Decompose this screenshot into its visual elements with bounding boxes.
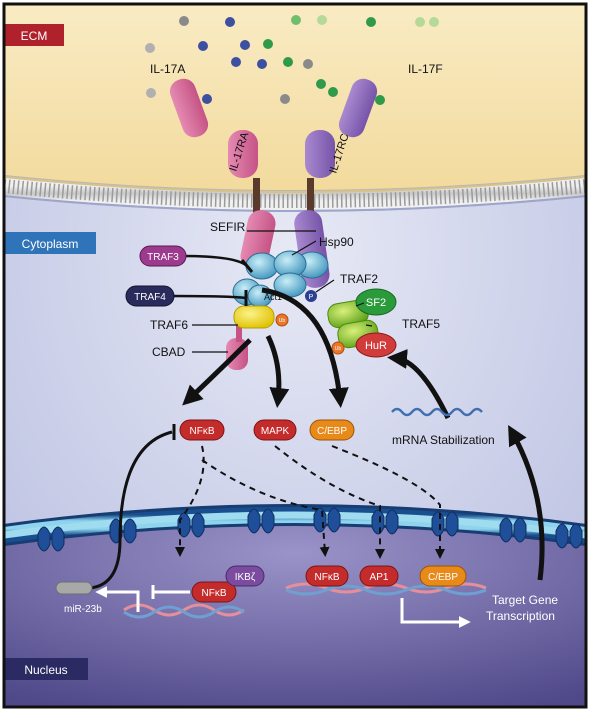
- mir23b-inhibition-line: [89, 430, 173, 590]
- traf5-label: TRAF5: [402, 317, 440, 331]
- traf4-label: TRAF4: [134, 292, 166, 303]
- traf4-inhibition-line: [171, 294, 247, 300]
- plasma-membrane: [2, 175, 588, 212]
- mapk-label: MAPK: [261, 426, 290, 437]
- traf3-inhibition-bar: [240, 259, 254, 273]
- ecm-region: [4, 4, 586, 206]
- nfkb-cyto-label: NFκB: [190, 426, 215, 437]
- hsp90-label: Hsp90: [319, 235, 354, 249]
- mrna-strand: [391, 407, 483, 417]
- ecm-badge: [4, 24, 64, 46]
- mir23b-bar: [55, 581, 93, 595]
- traf6-label: TRAF6: [150, 318, 188, 332]
- nfkb-nuc2-label: NFκB: [315, 572, 340, 583]
- nuclear-white-arrows: [95, 585, 471, 628]
- cytoplasm-badge: [4, 232, 96, 254]
- traf3-label: TRAF3: [147, 252, 179, 263]
- nucleus-label: Nucleus: [24, 663, 67, 677]
- sf2-label: SF2: [366, 297, 386, 309]
- cytoplasm-tfs: [179, 419, 355, 441]
- activation-arrows: [182, 287, 545, 581]
- nfkb-nuc1-label: NFκB: [202, 588, 227, 599]
- mir23b-label: miR-23b: [64, 604, 102, 615]
- annotation-lines: [192, 230, 373, 353]
- ub-label-traf6: Ub: [279, 318, 286, 324]
- ub-label-traf5: Ub: [335, 346, 342, 352]
- hur-protein: [355, 332, 397, 358]
- cytoplasm-label: Cytoplasm: [22, 237, 79, 251]
- nuclear-tfs: [191, 565, 467, 603]
- sf2-protein: [355, 288, 397, 316]
- target-gene-line2: Transcription: [486, 609, 555, 623]
- il17f-label: IL-17F: [408, 62, 443, 76]
- cebp-cyto-label: C/EBP: [317, 426, 347, 437]
- ecm-label: ECM: [21, 29, 48, 43]
- phospho-p-label: P: [309, 294, 314, 301]
- target-gene-line1: Target Gene: [492, 593, 558, 607]
- hur-label: HuR: [365, 340, 387, 352]
- cbad-label: CBAD: [152, 345, 186, 359]
- traf6-complex: Ub: [233, 305, 289, 329]
- traf2-label: TRAF2: [340, 272, 378, 286]
- cebp-nuc-label: C/EBP: [428, 572, 458, 583]
- nucleus-badge: [4, 658, 88, 680]
- sefir-label: SEFIR: [210, 220, 246, 234]
- act1-label: Act1: [264, 292, 282, 302]
- mrna-stabilization-label: mRNA Stabilization: [392, 433, 495, 447]
- ap1-label: AP1: [370, 572, 389, 583]
- traf4-badge: [125, 285, 175, 307]
- traf3-badge: [139, 245, 187, 267]
- ikbz-label: IKBζ: [235, 572, 256, 583]
- il17a-label: IL-17A: [150, 62, 185, 76]
- phospho-p-marker: [305, 290, 317, 302]
- translocation-paths: [175, 445, 445, 559]
